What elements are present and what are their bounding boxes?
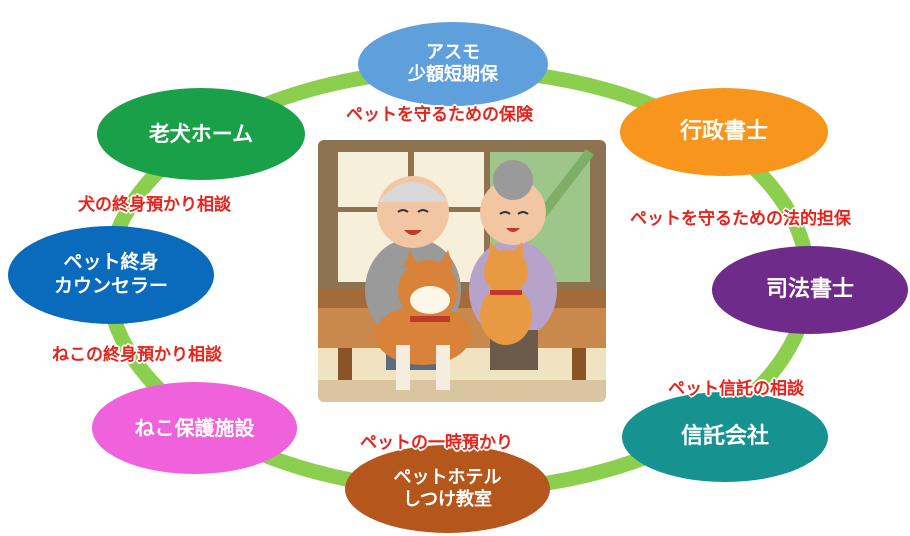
relation-legal: ペットを守るための法的担保 xyxy=(630,209,851,229)
node-hotel-line-2: しつけ教室 xyxy=(403,489,492,510)
node-administrative-scrivener: 行政書士 xyxy=(620,88,828,176)
relation-insurance: ペットを守るための保険 xyxy=(346,105,533,125)
relation-dog-consult: 犬の終身預かり相談 xyxy=(78,195,231,215)
node-judicial-scrivener: 司法書士 xyxy=(712,246,908,334)
node-neko-line-1: ねこ保護施設 xyxy=(134,415,255,440)
node-asumo-insurance: アスモ 少額短期保 xyxy=(358,22,548,106)
node-pet-life-counselor: ペット終身 カウンセラー xyxy=(8,226,214,324)
relation-temporary: ペットの一時預かり xyxy=(360,433,513,453)
node-hotel-line-1: ペットホテル xyxy=(393,466,502,488)
node-shiho-line-1: 司法書士 xyxy=(765,277,854,303)
elderly-couple-pets-illustration xyxy=(318,140,606,402)
node-pet-hotel: ペットホテル しつけ教室 xyxy=(345,445,550,533)
node-shintaku-line-1: 信託会社 xyxy=(680,424,769,450)
node-asumo-line-1: アスモ xyxy=(426,41,480,63)
node-counselor-line-1: ペット終身 xyxy=(63,251,159,274)
node-asumo-line-2: 少額短期保 xyxy=(408,64,498,85)
node-cat-shelter: ねこ保護施設 xyxy=(92,382,297,474)
node-gyosei-line-1: 行政書士 xyxy=(679,119,768,145)
relation-trust: ペット信託の相談 xyxy=(668,379,804,399)
relation-cat-consult: ねこの終身預かり相談 xyxy=(52,345,222,365)
node-trust-company: 信託会社 xyxy=(622,392,828,482)
node-senior-dog-home: 老犬ホーム xyxy=(97,88,305,180)
node-rouken-line-1: 老犬ホーム xyxy=(148,121,254,146)
node-counselor-line-2: カウンセラー xyxy=(53,275,168,297)
